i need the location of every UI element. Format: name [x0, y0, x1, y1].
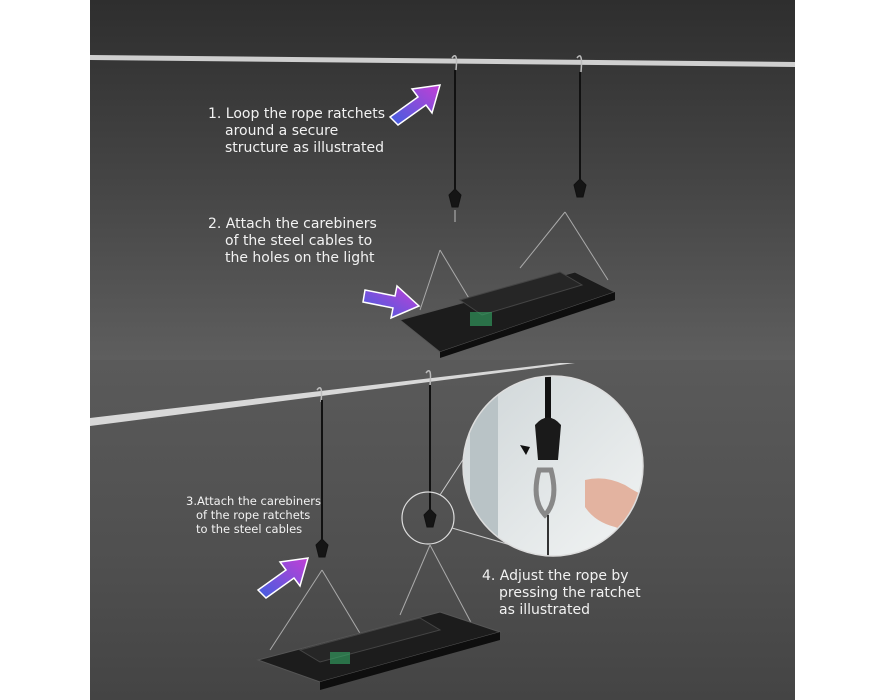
step-2-line: the holes on the light — [225, 250, 375, 266]
step-1-text: 1. Loop the rope ratchets around a secur… — [208, 106, 385, 157]
step-1-line: 1. Loop the rope ratchets — [208, 106, 386, 122]
arrow-icon — [362, 284, 421, 320]
steel-cables-top — [419, 211, 609, 311]
grow-light-top — [398, 271, 617, 358]
arrow-icon — [388, 84, 442, 126]
step-3-line: of the rope ratchets — [196, 508, 311, 522]
step-4-line: as illustrated — [499, 602, 590, 618]
rail-bottom — [90, 363, 575, 426]
step-3-line: to the steel cables — [196, 522, 303, 536]
rope-ratchet-3 — [315, 387, 329, 558]
rope-ratchet-left — [448, 55, 462, 222]
step-4-line: pressing the ratchet — [499, 585, 641, 601]
detail-marker-circle — [401, 491, 455, 545]
rope-ratchet-right — [573, 55, 587, 198]
step-2-text: 2. Attach the carebiners of the steel ca… — [208, 216, 377, 267]
step-1-line: around a secure — [225, 123, 339, 139]
step-4-text: 4. Adjust the rope by pressing the ratch… — [482, 568, 641, 619]
step-2-line: 2. Attach the carebiners — [208, 216, 377, 232]
step-4-line: 4. Adjust the rope by — [482, 568, 629, 584]
rail-top — [90, 55, 795, 67]
grow-light-bottom — [256, 611, 502, 690]
arrow-icon — [256, 557, 310, 599]
rope-ratchet-4 — [423, 370, 437, 528]
step-2-line: of the steel cables to — [225, 233, 373, 249]
step-3-line: 3.Attach the carebiners — [186, 494, 321, 508]
step-1-line: structure as illustrated — [225, 140, 384, 156]
step-3-text: 3.Attach the carebiners of the rope ratc… — [186, 494, 321, 536]
